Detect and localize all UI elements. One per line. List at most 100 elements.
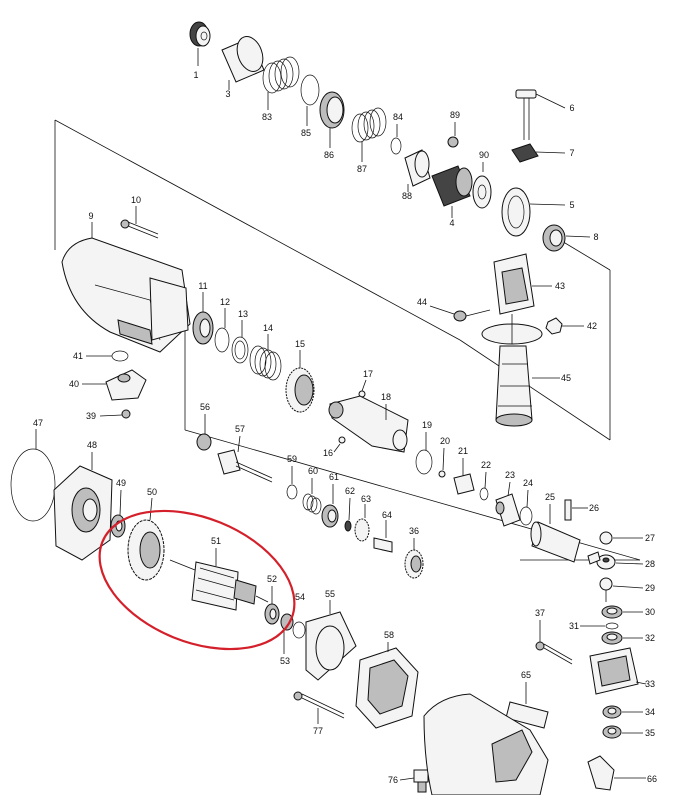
part-label-24: 24: [523, 478, 533, 488]
part-53: [280, 613, 294, 654]
part-25: [530, 504, 581, 563]
part-label-8: 8: [593, 232, 598, 242]
part-label-62: 62: [345, 486, 355, 496]
part-84: [390, 124, 402, 155]
part-label-1: 1: [193, 70, 198, 80]
part-29: [599, 577, 644, 602]
part-26: [564, 499, 588, 521]
part-label-58: 58: [384, 630, 394, 640]
part-24: [519, 489, 533, 526]
part-58-field: [355, 642, 419, 729]
part-label-35: 35: [645, 728, 655, 738]
part-label-89: 89: [450, 110, 460, 120]
part-66-cord-guard: [587, 755, 646, 791]
part-1: [189, 21, 211, 66]
part-label-37: 37: [535, 608, 545, 618]
part-label-22: 22: [481, 460, 491, 470]
part-61: [321, 484, 339, 528]
part-23: [495, 481, 521, 527]
part-76: [399, 769, 429, 793]
part-label-76: 76: [388, 775, 398, 785]
part-label-7: 7: [569, 148, 574, 158]
part-34: [602, 705, 643, 719]
part-51-armature: [169, 548, 269, 611]
part-14-spring: [249, 334, 282, 381]
part-31: [580, 622, 619, 630]
part-label-55: 55: [325, 589, 335, 599]
part-65-label: [505, 682, 549, 729]
part-54: [292, 621, 306, 639]
part-36-gear: [404, 538, 424, 579]
part-60-spring: [302, 478, 322, 515]
part-label-17: 17: [363, 369, 373, 379]
part-18-tool-holder: [328, 395, 409, 453]
part-40: [82, 369, 147, 401]
part-39: [99, 409, 131, 419]
part-label-39: 39: [86, 411, 96, 421]
part-label-19: 19: [422, 420, 432, 430]
part-89: [447, 122, 459, 148]
part-label-87: 87: [357, 164, 367, 174]
part-44: [429, 305, 491, 322]
part-9-housing: [61, 222, 191, 353]
part-57-shaft: [217, 435, 273, 483]
part-label-21: 21: [458, 446, 468, 456]
motor-housing: [423, 693, 549, 795]
part-4: [431, 165, 473, 218]
part-label-41: 41: [73, 351, 83, 361]
part-10-screw: [120, 206, 159, 239]
part-label-48: 48: [87, 440, 97, 450]
part-label-16: 16: [323, 448, 333, 458]
part-7: [511, 143, 566, 163]
part-label-83: 83: [262, 112, 272, 122]
part-16: [333, 436, 346, 453]
part-label-56: 56: [200, 402, 210, 412]
part-17-pin: [358, 379, 367, 398]
part-label-28: 28: [645, 559, 655, 569]
part-label-84: 84: [393, 112, 403, 122]
part-label-64: 64: [382, 510, 392, 520]
part-label-42: 42: [587, 321, 597, 331]
part-label-61: 61: [329, 472, 339, 482]
part-42: [545, 317, 584, 335]
part-label-15: 15: [295, 339, 305, 349]
part-label-13: 13: [238, 309, 248, 319]
part-label-60: 60: [308, 466, 318, 476]
part-label-3: 3: [225, 89, 230, 99]
part-label-12: 12: [220, 297, 230, 307]
part-63: [354, 504, 370, 542]
part-12: [214, 308, 230, 353]
part-label-18: 18: [381, 392, 391, 402]
part-85: [300, 74, 320, 126]
part-label-49: 49: [116, 478, 126, 488]
part-label-63: 63: [361, 494, 371, 504]
part-28: [587, 551, 644, 570]
part-62: [344, 497, 352, 532]
part-37: [535, 620, 573, 665]
part-35: [602, 725, 643, 739]
part-52: [264, 586, 280, 625]
part-label-4: 4: [449, 218, 454, 228]
part-label-51: 51: [211, 536, 221, 546]
part-47-ring: [10, 429, 56, 522]
part-label-33: 33: [645, 679, 655, 689]
part-label-20: 20: [440, 436, 450, 446]
part-19: [415, 432, 433, 475]
part-label-86: 86: [324, 150, 334, 160]
part-87: [351, 107, 387, 162]
part-label-9: 9: [88, 211, 93, 221]
part-label-77: 77: [313, 726, 323, 736]
part-label-65: 65: [521, 670, 531, 680]
part-label-5: 5: [569, 200, 574, 210]
part-labels: 1383858684878889904675891011121314151718…: [33, 70, 657, 785]
part-45-side-handle: [481, 314, 560, 427]
part-label-6: 6: [569, 103, 574, 113]
part-label-53: 53: [280, 656, 290, 666]
part-15-gear: [285, 350, 315, 413]
part-label-57: 57: [235, 424, 245, 434]
part-label-59: 59: [287, 454, 297, 464]
part-label-11: 11: [198, 281, 207, 291]
part-label-43: 43: [555, 281, 565, 291]
part-20: [438, 447, 446, 478]
part-50-fan: [127, 497, 165, 581]
